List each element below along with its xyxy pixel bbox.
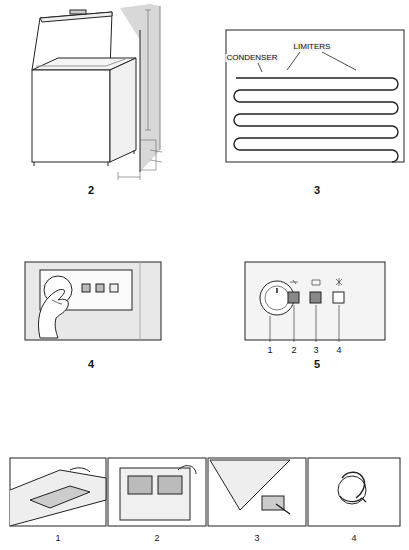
callout-number: 4 [336, 346, 341, 355]
step-number: 3 [254, 534, 259, 543]
condenser-coil [234, 78, 398, 162]
figure-number: 3 [314, 185, 320, 196]
callout-number: 3 [313, 346, 318, 355]
step-number: 4 [351, 534, 356, 543]
callout-number: 2 [291, 346, 296, 355]
figure-number: 5 [314, 359, 320, 370]
step-number: 2 [154, 534, 159, 543]
part-name: CONDENSER [225, 54, 278, 62]
callout-number: 1 [267, 346, 272, 355]
part-name: LIMITERS [293, 43, 332, 51]
figure-number: 2 [88, 185, 94, 196]
figure-number: 4 [88, 359, 94, 370]
step-number: 1 [55, 534, 60, 543]
